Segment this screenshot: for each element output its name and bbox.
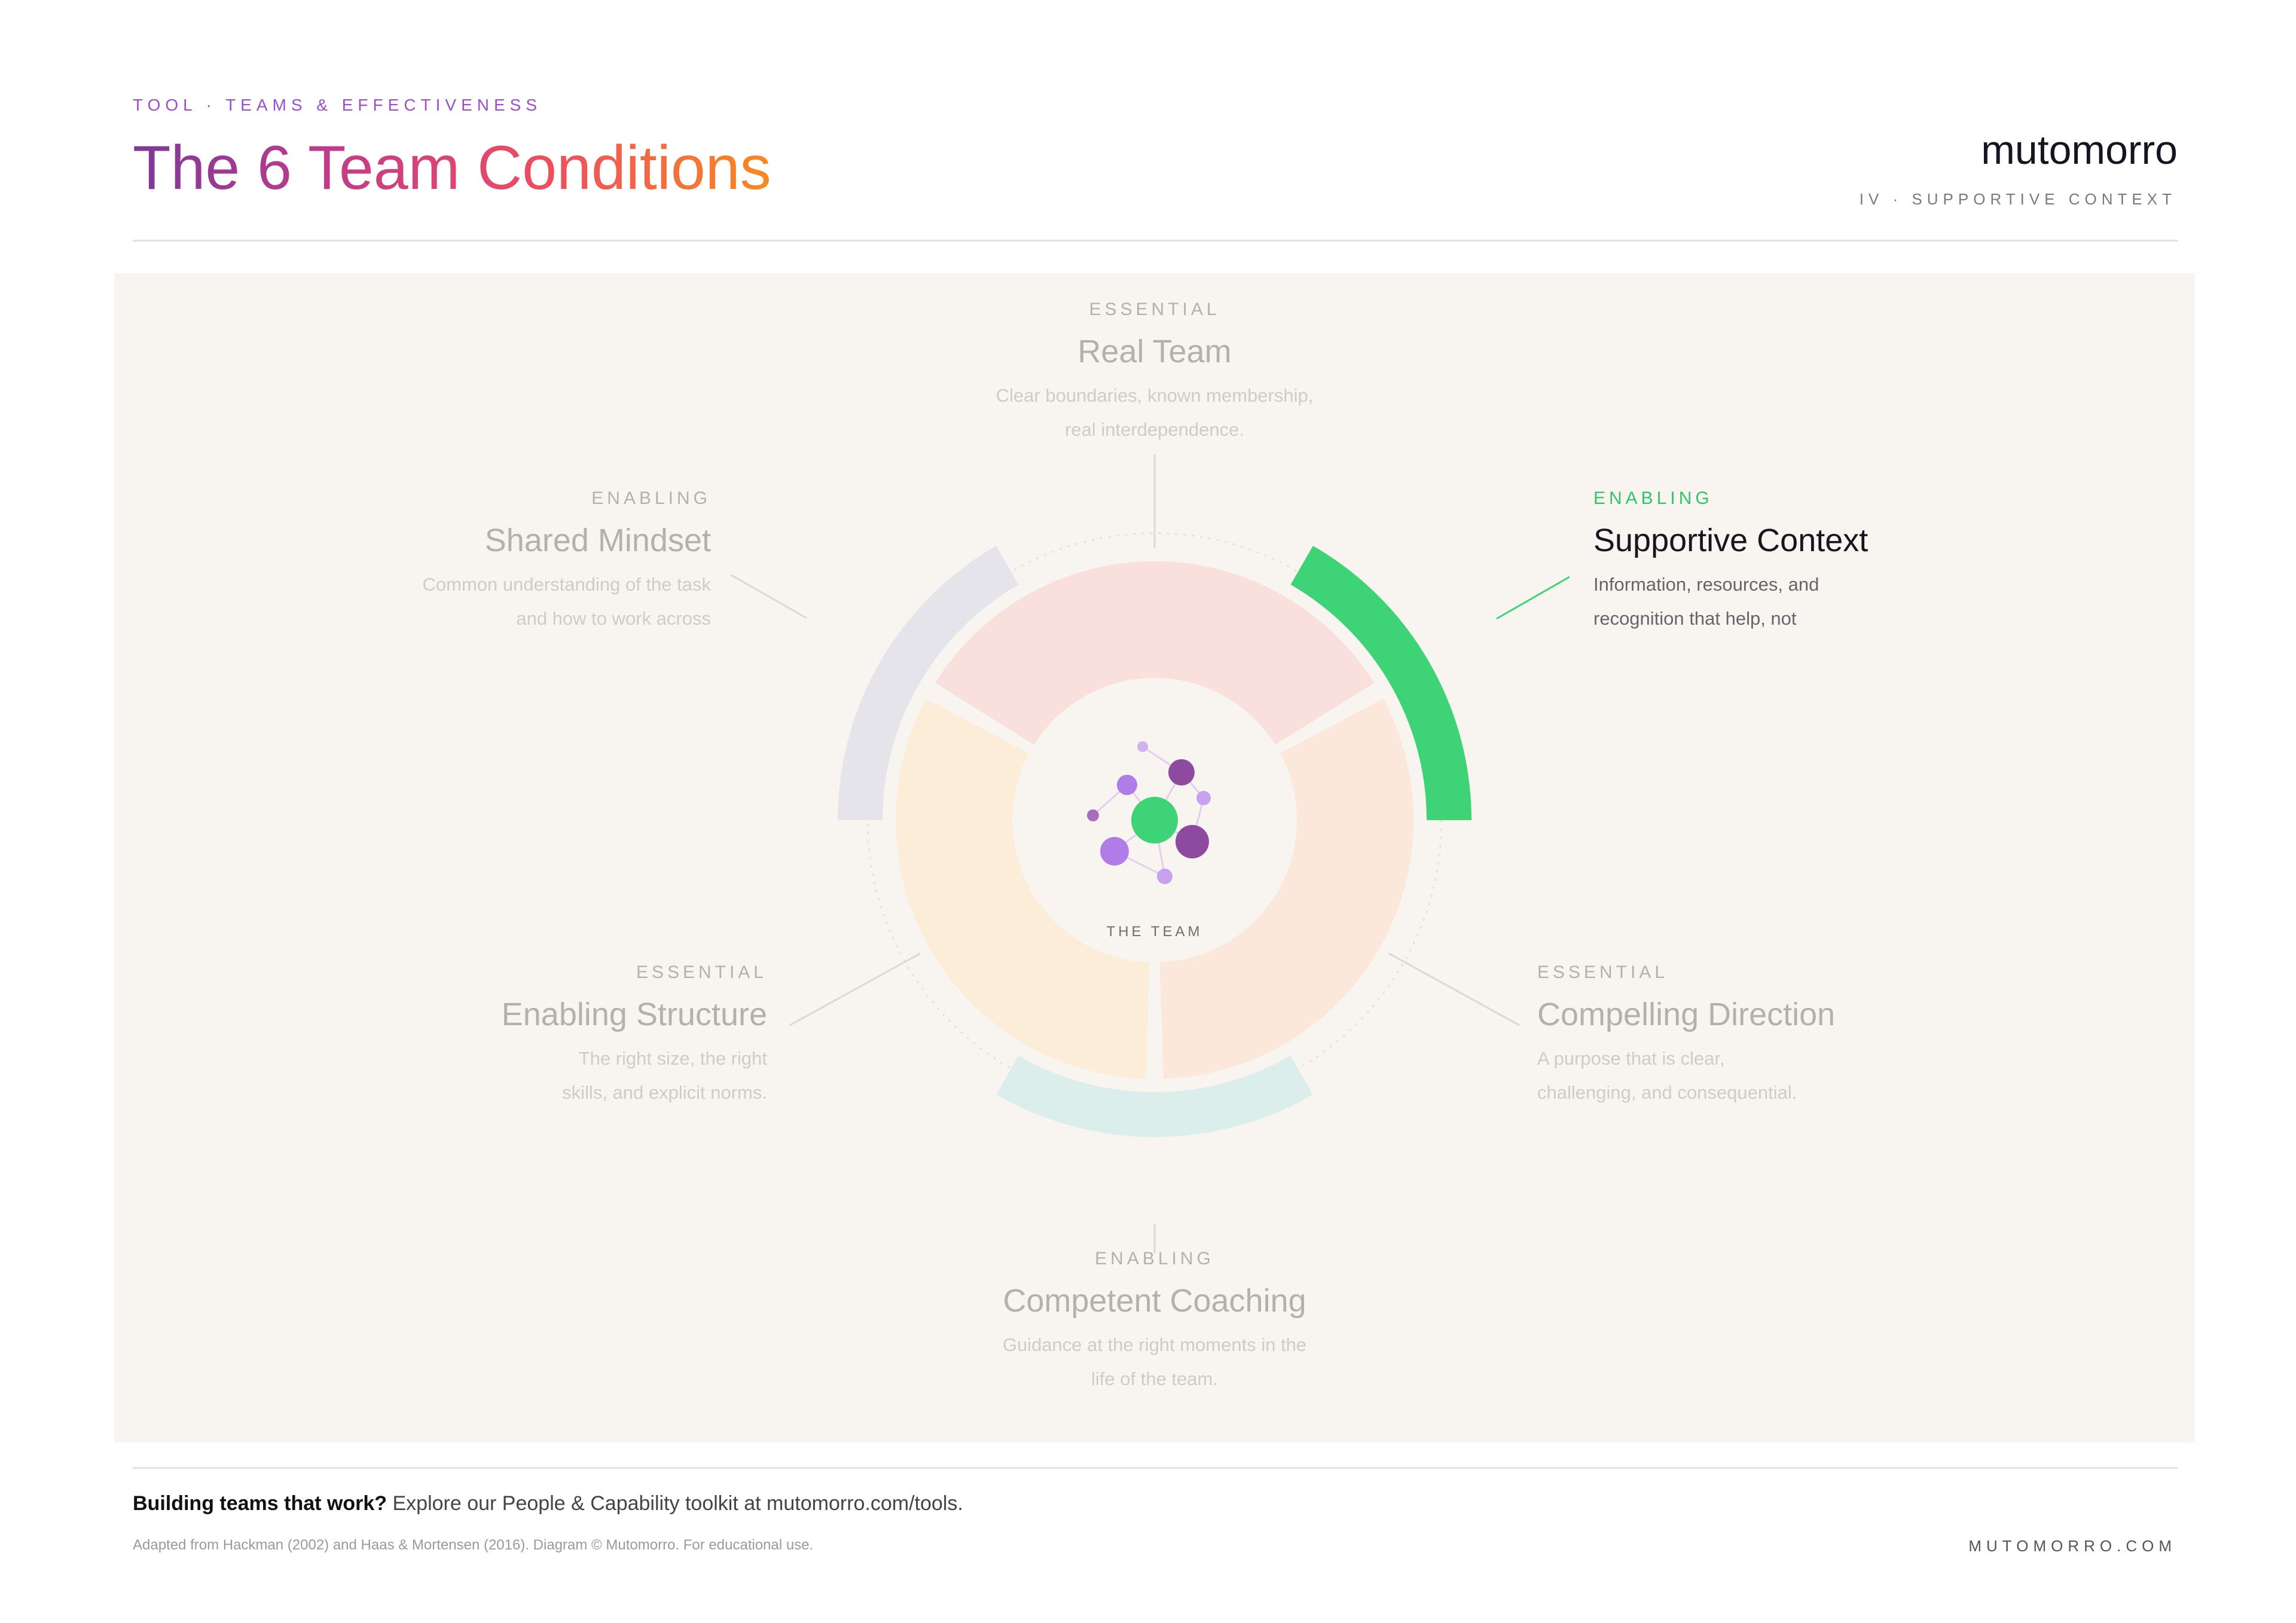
footer-cta: Building teams that work? Explore our Pe…	[133, 1492, 963, 1515]
description-line: real interdependence.	[1065, 419, 1244, 440]
segment-compelling-direction[interactable]	[1159, 698, 1413, 1079]
team-member-node	[1137, 741, 1148, 752]
team-member-node	[1168, 759, 1195, 785]
category-label: ESSENTIAL	[1089, 299, 1220, 319]
description-line: and how to work across	[516, 608, 711, 629]
arc-supportive-context[interactable]	[1290, 546, 1472, 820]
leader-line-enabling-structure	[789, 952, 921, 1026]
category-label: ESSENTIAL	[1537, 962, 1669, 982]
description-line: Guidance at the right moments in the	[1002, 1334, 1307, 1355]
condition-description: Common understanding of the task and how…	[245, 567, 712, 635]
description-line: Information, resources, and	[1593, 574, 1819, 595]
description-line: Clear boundaries, known membership,	[996, 385, 1314, 406]
team-member-node	[1100, 837, 1129, 866]
segment-real-team[interactable]	[935, 561, 1375, 745]
description-line: life of the team.	[1091, 1368, 1218, 1389]
condition-supportive-context[interactable]: ENABLING Supportive Context Information,…	[1593, 488, 2060, 635]
cta-headline: Building teams that work?	[133, 1492, 387, 1515]
category-label: ENABLING	[1095, 1249, 1214, 1269]
diagram-panel: THE TEAM ESSENTIAL Real Team Clear bound…	[114, 273, 2195, 1442]
condition-name: Shared Mindset	[484, 522, 711, 558]
description-line: Common understanding of the task	[422, 574, 712, 595]
condition-description: A purpose that is clear, challenging, an…	[1537, 1041, 2004, 1109]
condition-name: Enabling Structure	[501, 997, 767, 1032]
conditions-diagram	[731, 454, 1570, 1254]
team-member-node	[1117, 775, 1137, 795]
page-title: The 6 Team Conditions	[133, 133, 771, 204]
team-member-node	[1157, 869, 1173, 884]
description-line: The right size, the right	[578, 1048, 767, 1069]
leader-line-supportive-context	[1496, 576, 1570, 620]
team-leader-node	[1131, 797, 1178, 843]
segment-enabling-structure[interactable]	[896, 698, 1150, 1079]
description-line: recognition that help, not	[1593, 608, 1797, 629]
condition-compelling-direction[interactable]: ESSENTIAL Compelling Direction A purpose…	[1537, 962, 2004, 1109]
footer-site-link[interactable]: MUTOMORRO.COM	[1968, 1537, 2176, 1555]
category-label: ESSENTIAL	[636, 962, 767, 982]
description-line: challenging, and consequential.	[1537, 1082, 1797, 1103]
condition-competent-coaching[interactable]: ENABLING Competent Coaching Guidance at …	[921, 1249, 1388, 1396]
condition-description: Information, resources, and recognition …	[1593, 567, 2060, 635]
description-line: skills, and explicit norms.	[562, 1082, 767, 1103]
condition-real-team[interactable]: ESSENTIAL Real Team Clear boundaries, kn…	[921, 299, 1388, 447]
category-label: ENABLING	[1593, 488, 1713, 508]
condition-name: Competent Coaching	[1003, 1283, 1306, 1319]
arc-shared-mindset[interactable]	[838, 546, 1019, 820]
leader-line-shared-mindset	[731, 574, 807, 619]
footer-divider	[133, 1467, 2178, 1469]
category-label: ENABLING	[591, 488, 711, 508]
condition-description: Clear boundaries, known membership, real…	[921, 378, 1388, 447]
header-divider	[133, 240, 2178, 242]
condition-name: Supportive Context	[1593, 522, 1868, 558]
team-member-node	[1087, 809, 1099, 821]
eyebrow: TOOL · TEAMS & EFFECTIVENESS	[133, 96, 542, 114]
team-network-icon	[1087, 741, 1211, 884]
description-line: A purpose that is clear,	[1537, 1048, 1725, 1069]
condition-description: The right size, the right skills, and ex…	[301, 1041, 767, 1109]
condition-description: Guidance at the right moments in the lif…	[921, 1328, 1388, 1396]
footer-credit: Adapted from Hackman (2002) and Haas & M…	[133, 1537, 814, 1553]
condition-name: Compelling Direction	[1537, 997, 1836, 1032]
center-team-label: THE TEAM	[1106, 924, 1203, 940]
leader-line-compelling-direction	[1388, 952, 1520, 1026]
brand-logo[interactable]: mutomorro	[1981, 127, 2178, 173]
team-member-node	[1196, 791, 1211, 805]
condition-shared-mindset[interactable]: ENABLING Shared Mindset Common understan…	[245, 488, 712, 635]
team-member-node	[1176, 825, 1209, 858]
arc-competent-coaching[interactable]	[996, 1056, 1313, 1138]
section-indicator: IV · SUPPORTIVE CONTEXT	[1859, 190, 2176, 208]
condition-name: Real Team	[1077, 334, 1232, 369]
condition-enabling-structure[interactable]: ESSENTIAL Enabling Structure The right s…	[301, 962, 767, 1109]
cta-link-text[interactable]: Explore our People & Capability toolkit …	[387, 1492, 963, 1515]
